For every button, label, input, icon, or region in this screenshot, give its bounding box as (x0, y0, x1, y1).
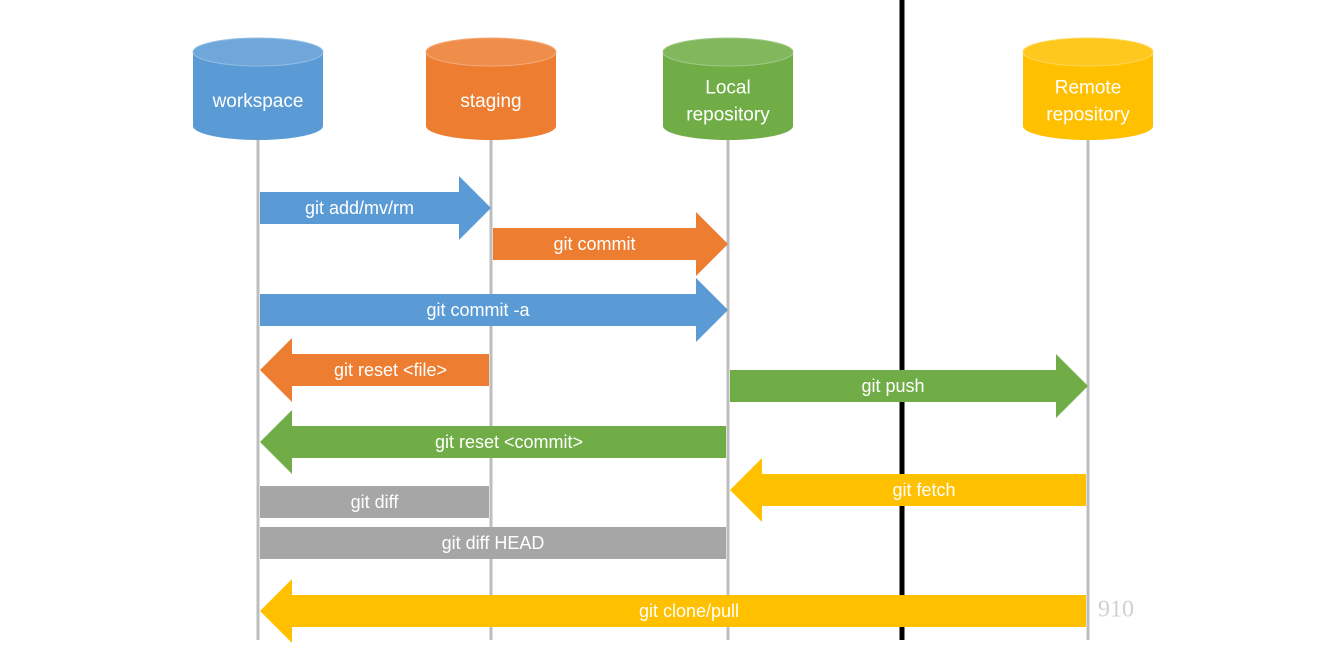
local-cylinder-body (663, 52, 793, 140)
operation-arrow-7 (260, 486, 489, 518)
operation-arrow-2 (260, 278, 728, 342)
remote-label-line-1: repository (1046, 105, 1130, 126)
operation-arrow-0 (260, 176, 491, 240)
operation-arrow-3 (260, 338, 489, 402)
local-label-line-0: Local (705, 78, 750, 99)
remote-repository-node: Remote repository (1022, 37, 1154, 140)
watermark-text: 910 (1098, 597, 1134, 623)
operation-label-6: git fetch (892, 480, 955, 500)
operation-arrow-9 (260, 579, 1086, 643)
operation-7: git diff (260, 486, 489, 518)
workspace-cylinder-body (193, 52, 323, 140)
operation-2: git commit -a (260, 278, 728, 342)
operation-4: git push (730, 354, 1088, 418)
operation-label-2: git commit -a (426, 300, 530, 320)
operation-label-8: git diff HEAD (442, 533, 545, 553)
local-repository-node: Local repository (662, 37, 794, 140)
remote-cylinder-body (1023, 52, 1153, 140)
operation-label-5: git reset <commit> (435, 432, 583, 452)
operation-5: git reset <commit> (260, 410, 726, 474)
operation-label-9: git clone/pull (639, 601, 739, 621)
remote-cylinder-top (1022, 37, 1154, 67)
operation-3: git reset <file> (260, 338, 489, 402)
operation-label-0: git add/mv/rm (305, 198, 414, 218)
operation-label-4: git push (861, 376, 924, 396)
operation-label-3: git reset <file> (334, 360, 447, 380)
operation-arrow-1 (493, 212, 728, 276)
operation-0: git add/mv/rm (260, 176, 491, 240)
operation-9: git clone/pull (260, 579, 1086, 643)
workspace-cylinder-top (192, 37, 324, 67)
staging-cylinder-body (426, 52, 556, 140)
operation-arrow-4 (730, 354, 1088, 418)
staging-repository-node: staging (425, 37, 557, 140)
workspace-label-line-0: workspace (212, 91, 304, 112)
operation-label-7: git diff (351, 492, 400, 512)
operation-arrow-8 (260, 527, 726, 559)
remote-label-line-0: Remote (1055, 78, 1122, 99)
operation-arrow-5 (260, 410, 726, 474)
staging-label-line-0: staging (460, 91, 521, 112)
operation-8: git diff HEAD (260, 527, 726, 559)
local-label-line-1: repository (686, 105, 770, 126)
workspace-repository-node: workspace (192, 37, 324, 140)
operation-6: git fetch (730, 458, 1086, 522)
operation-1: git commit (493, 212, 728, 276)
operation-label-1: git commit (553, 234, 635, 254)
operation-arrow-6 (730, 458, 1086, 522)
staging-cylinder-top (425, 37, 557, 67)
local-cylinder-top (662, 37, 794, 67)
